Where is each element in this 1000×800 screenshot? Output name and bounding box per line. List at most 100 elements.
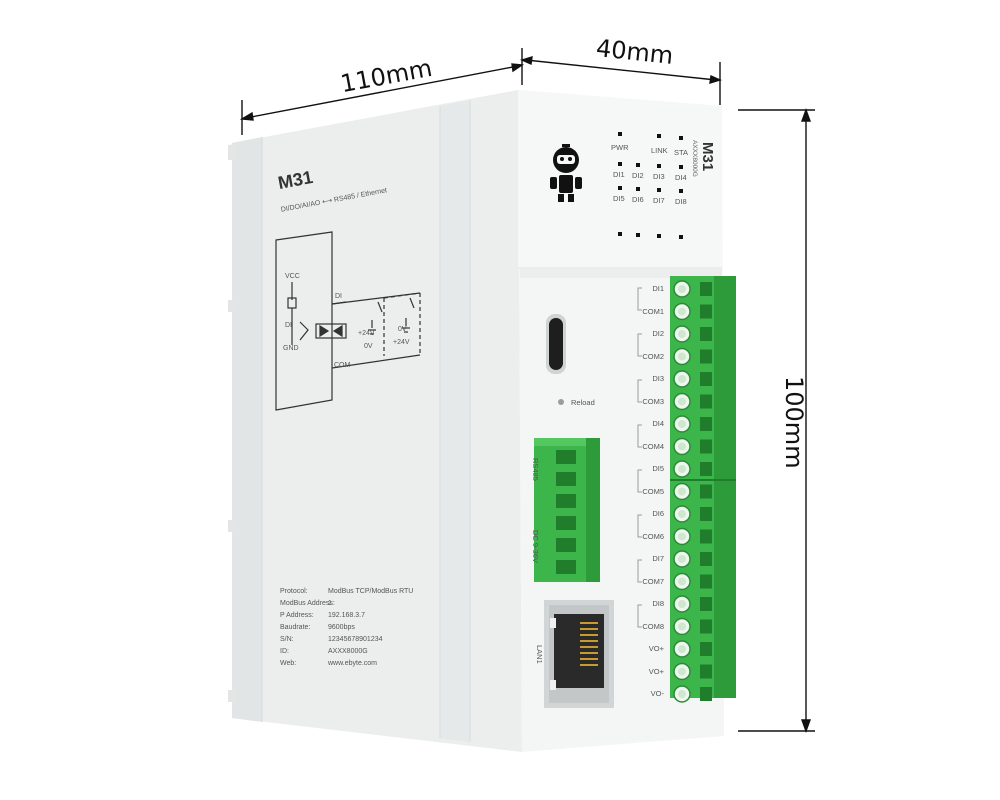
- led-label-pwr: PWR: [611, 143, 629, 152]
- terminal-wire-slot: [700, 417, 712, 431]
- wiring-diagram: [275, 231, 421, 411]
- led-label-di8: DI8: [675, 197, 687, 206]
- circuit-24v-a: +24V: [358, 330, 375, 337]
- terminal-screw-hole: [678, 465, 686, 473]
- terminal-label-di8: DI8: [652, 599, 664, 608]
- terminal-wire-slot: [700, 597, 712, 611]
- led-label-di7: DI7: [653, 196, 665, 205]
- terminal-label-com5: COM5: [642, 486, 664, 496]
- terminal-screw-hole: [678, 667, 686, 676]
- led-label-di4: DI4: [675, 173, 687, 182]
- spec-value: 1: [328, 600, 332, 607]
- terminal-screw-hole: [678, 577, 686, 586]
- terminal-screw-hole: [678, 352, 686, 361]
- terminal-label-di6: DI6: [652, 509, 664, 518]
- spec-value: ModBus TCP/ModBus RTU: [328, 588, 414, 595]
- terminal-wire-slot: [700, 327, 712, 341]
- spec-value: AXXX8000G: [328, 648, 368, 655]
- dimension-40mm-line: [519, 56, 723, 105]
- terminal-screw-hole: [678, 555, 686, 563]
- terminal-label-com2: COM2: [642, 351, 664, 361]
- led-label-link: LINK: [651, 146, 668, 155]
- spec-value: 192.168.3.7: [328, 612, 365, 619]
- terminal-screw-hole: [678, 510, 686, 518]
- led-label-di5: DI5: [613, 194, 625, 203]
- terminal-label-vo-: VO+: [648, 666, 664, 676]
- lan-label: LAN1: [535, 645, 544, 664]
- terminal-screw-hole: [678, 442, 686, 451]
- led-array: [618, 132, 683, 239]
- di-terminal-block[interactable]: [670, 276, 736, 703]
- led-label-di2: DI2: [632, 171, 644, 180]
- usb-c-port[interactable]: [546, 314, 566, 374]
- spec-value: www.ebyte.com: [328, 660, 378, 667]
- terminal-screw-hole: [678, 622, 686, 631]
- rs485-label: RS485: [531, 458, 540, 481]
- terminal-wire-slot: [700, 619, 712, 634]
- terminal-screw-hole: [678, 532, 686, 541]
- terminal-wire-slot: [700, 529, 712, 544]
- terminal-label-com1: COM1: [642, 306, 664, 316]
- dimension-110mm-line: [239, 48, 525, 135]
- reload-button[interactable]: [558, 399, 564, 405]
- terminal-wire-slot: [700, 439, 712, 454]
- spec-label: P Address:: [280, 612, 314, 619]
- terminal-wire-slot: [700, 642, 712, 656]
- spec-label: S/N:: [280, 636, 294, 643]
- circuit-di-left: DI: [285, 322, 292, 329]
- terminal-label-di7: DI7: [652, 554, 664, 563]
- terminal-label-di4: DI4: [652, 419, 664, 428]
- rs485-power-terminal[interactable]: [534, 438, 600, 582]
- circuit-com: COM: [334, 362, 351, 369]
- terminal-screw-hole: [678, 375, 686, 383]
- terminal-screw-hole: [678, 690, 686, 698]
- terminal-wire-slot: [700, 687, 712, 701]
- spec-label: Protocol:: [280, 588, 308, 595]
- terminal-label-com3: COM3: [642, 396, 664, 406]
- led-label-di3: DI3: [653, 172, 665, 181]
- terminal-wire-slot: [700, 552, 712, 566]
- spec-label: ModBus Address:: [280, 600, 335, 607]
- terminal-screw-hole: [678, 397, 686, 406]
- dimension-height-label: 100mm: [780, 376, 808, 469]
- terminal-brackets: [637, 287, 642, 628]
- spec-label: Web:: [280, 660, 297, 667]
- terminal-screw-hole: [678, 487, 686, 496]
- circuit-vcc: VCC: [285, 273, 300, 280]
- terminal-label-vo-: VO-: [650, 689, 664, 698]
- terminal-label-com4: COM4: [642, 441, 664, 451]
- front-model-code: AXXX8000G: [691, 140, 698, 177]
- terminal-label-di3: DI3: [652, 374, 664, 383]
- terminal-wire-slot: [700, 507, 712, 521]
- terminal-screw-hole: [678, 600, 686, 608]
- terminal-wire-slot: [700, 462, 712, 476]
- terminal-wire-slot: [700, 372, 712, 386]
- terminal-wire-slot: [700, 664, 712, 679]
- circuit-0v-a: 0V: [364, 343, 373, 350]
- side-housing: [228, 90, 522, 752]
- terminal-label-com7: COM7: [642, 576, 664, 586]
- rj45-lan-port[interactable]: [544, 600, 614, 708]
- terminal-screw-hole: [678, 420, 686, 428]
- terminal-wire-slot: [700, 349, 712, 364]
- circuit-0v-b: 0V: [398, 326, 407, 333]
- spec-value: 9600bps: [328, 624, 355, 631]
- terminal-label-com6: COM6: [642, 531, 664, 541]
- circuit-di-right: DI: [335, 293, 342, 300]
- terminal-wire-slot: [700, 484, 712, 499]
- led-label-sta: STA: [674, 148, 689, 157]
- power-label: DC 9-36V: [531, 530, 540, 563]
- circuit-24v-b: +24V: [393, 339, 410, 346]
- terminal-label-vo-: VO+: [648, 644, 664, 653]
- terminal-label-di1: DI1: [652, 284, 664, 293]
- terminal-screw-hole: [678, 285, 686, 293]
- terminal-wire-slot: [700, 282, 712, 296]
- terminal-wire-slot: [700, 394, 712, 409]
- reload-label: Reload: [571, 398, 595, 407]
- terminal-label-com8: COM8: [642, 621, 664, 631]
- led-label-di1: DI1: [613, 170, 625, 179]
- spec-label: ID:: [280, 648, 289, 655]
- terminal-label-di2: DI2: [652, 329, 664, 338]
- terminal-label-di5: DI5: [652, 464, 664, 473]
